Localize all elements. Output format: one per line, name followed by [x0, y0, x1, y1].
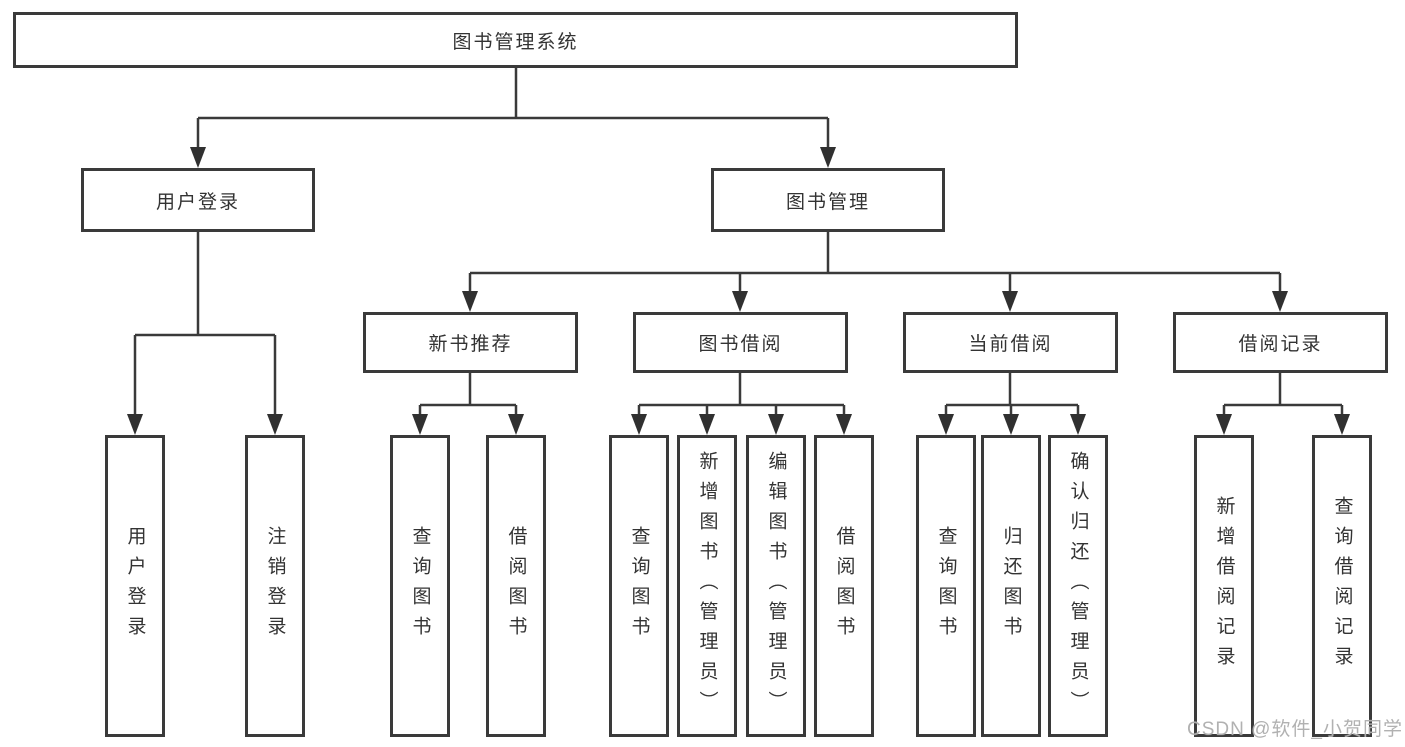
node-book-management-label: 图书管理: [785, 191, 870, 213]
leaf-newbooks-borrow-books-label: 借阅图书: [505, 526, 527, 646]
node-book-management: 图书管理: [711, 168, 945, 232]
node-borrow-records: 借阅记录: [1173, 312, 1388, 373]
leaf-user-login: 用户登录: [105, 435, 165, 737]
leaf-borrow-add-books-admin-label: 新增图书（管理员）: [696, 451, 718, 721]
node-root-label: 图书管理系统: [452, 31, 579, 53]
connector-new-books-to-leaves: [412, 373, 524, 435]
arrowhead: [508, 414, 524, 435]
leaf-records-query-record: 查询借阅记录: [1312, 435, 1372, 737]
leaf-records-add-record-label: 新增借阅记录: [1213, 496, 1235, 676]
arrowhead: [732, 291, 748, 312]
leaf-logout-label: 注销登录: [264, 526, 286, 646]
arrowhead: [820, 147, 836, 168]
arrowhead: [1003, 414, 1019, 435]
node-book-borrow: 图书借阅: [633, 312, 848, 373]
arrowhead: [190, 147, 206, 168]
arrowhead: [699, 414, 715, 435]
arrowhead: [127, 414, 143, 435]
leaf-logout: 注销登录: [245, 435, 305, 737]
leaf-current-return-books-label: 归还图书: [1000, 526, 1022, 646]
node-current-borrow: 当前借阅: [903, 312, 1118, 373]
arrowhead: [1334, 414, 1350, 435]
connector-records-to-leaves: [1216, 373, 1350, 435]
arrowhead: [267, 414, 283, 435]
node-user-login: 用户登录: [81, 168, 315, 232]
arrowhead: [938, 414, 954, 435]
node-current-borrow-label: 当前借阅: [968, 334, 1053, 355]
connector-user-login-to-leaves: [127, 232, 283, 435]
node-borrow-records-label: 借阅记录: [1238, 334, 1323, 355]
leaf-borrow-query-books-label: 查询图书: [628, 526, 650, 646]
arrowhead: [836, 414, 852, 435]
arrowhead: [462, 291, 478, 312]
connector-root-to-level2: [190, 68, 836, 168]
node-root: 图书管理系统: [13, 12, 1018, 68]
leaf-current-return-books: 归还图书: [981, 435, 1041, 737]
connector-book-mgmt-to-level3: [462, 232, 1288, 312]
leaf-newbooks-borrow-books: 借阅图书: [486, 435, 546, 737]
arrowhead: [1070, 414, 1086, 435]
node-new-book-recommend: 新书推荐: [363, 312, 578, 373]
arrowhead: [1216, 414, 1232, 435]
leaf-current-query-books: 查询图书: [916, 435, 976, 737]
leaf-borrow-edit-books-admin-label: 编辑图书（管理员）: [765, 451, 787, 721]
arrowhead: [631, 414, 647, 435]
leaf-borrow-edit-books-admin: 编辑图书（管理员）: [746, 435, 806, 737]
leaf-borrow-query-books: 查询图书: [609, 435, 669, 737]
leaf-current-query-books-label: 查询图书: [935, 526, 957, 646]
connector-current-to-leaves: [938, 373, 1086, 435]
leaf-borrow-borrow-books-label: 借阅图书: [833, 526, 855, 646]
leaf-borrow-borrow-books: 借阅图书: [814, 435, 874, 737]
leaf-borrow-add-books-admin: 新增图书（管理员）: [677, 435, 737, 737]
node-new-book-recommend-label: 新书推荐: [428, 334, 513, 355]
arrowhead: [1002, 291, 1018, 312]
node-book-borrow-label: 图书借阅: [698, 334, 783, 355]
leaf-newbooks-query-books-label: 查询图书: [409, 526, 431, 646]
leaf-records-query-record-label: 查询借阅记录: [1331, 496, 1353, 676]
arrowhead: [768, 414, 784, 435]
leaf-current-confirm-return-admin: 确认归还（管理员）: [1048, 435, 1108, 737]
arrowhead: [1272, 291, 1288, 312]
csdn-watermark: CSDN @软件_小贺同学: [1187, 719, 1403, 740]
leaf-records-add-record: 新增借阅记录: [1194, 435, 1254, 737]
leaf-current-confirm-return-admin-label: 确认归还（管理员）: [1067, 451, 1089, 721]
leaf-newbooks-query-books: 查询图书: [390, 435, 450, 737]
arrowhead: [412, 414, 428, 435]
node-user-login-label: 用户登录: [155, 191, 240, 213]
leaf-user-login-label: 用户登录: [124, 526, 146, 646]
connector-borrow-to-leaves: [631, 373, 852, 435]
